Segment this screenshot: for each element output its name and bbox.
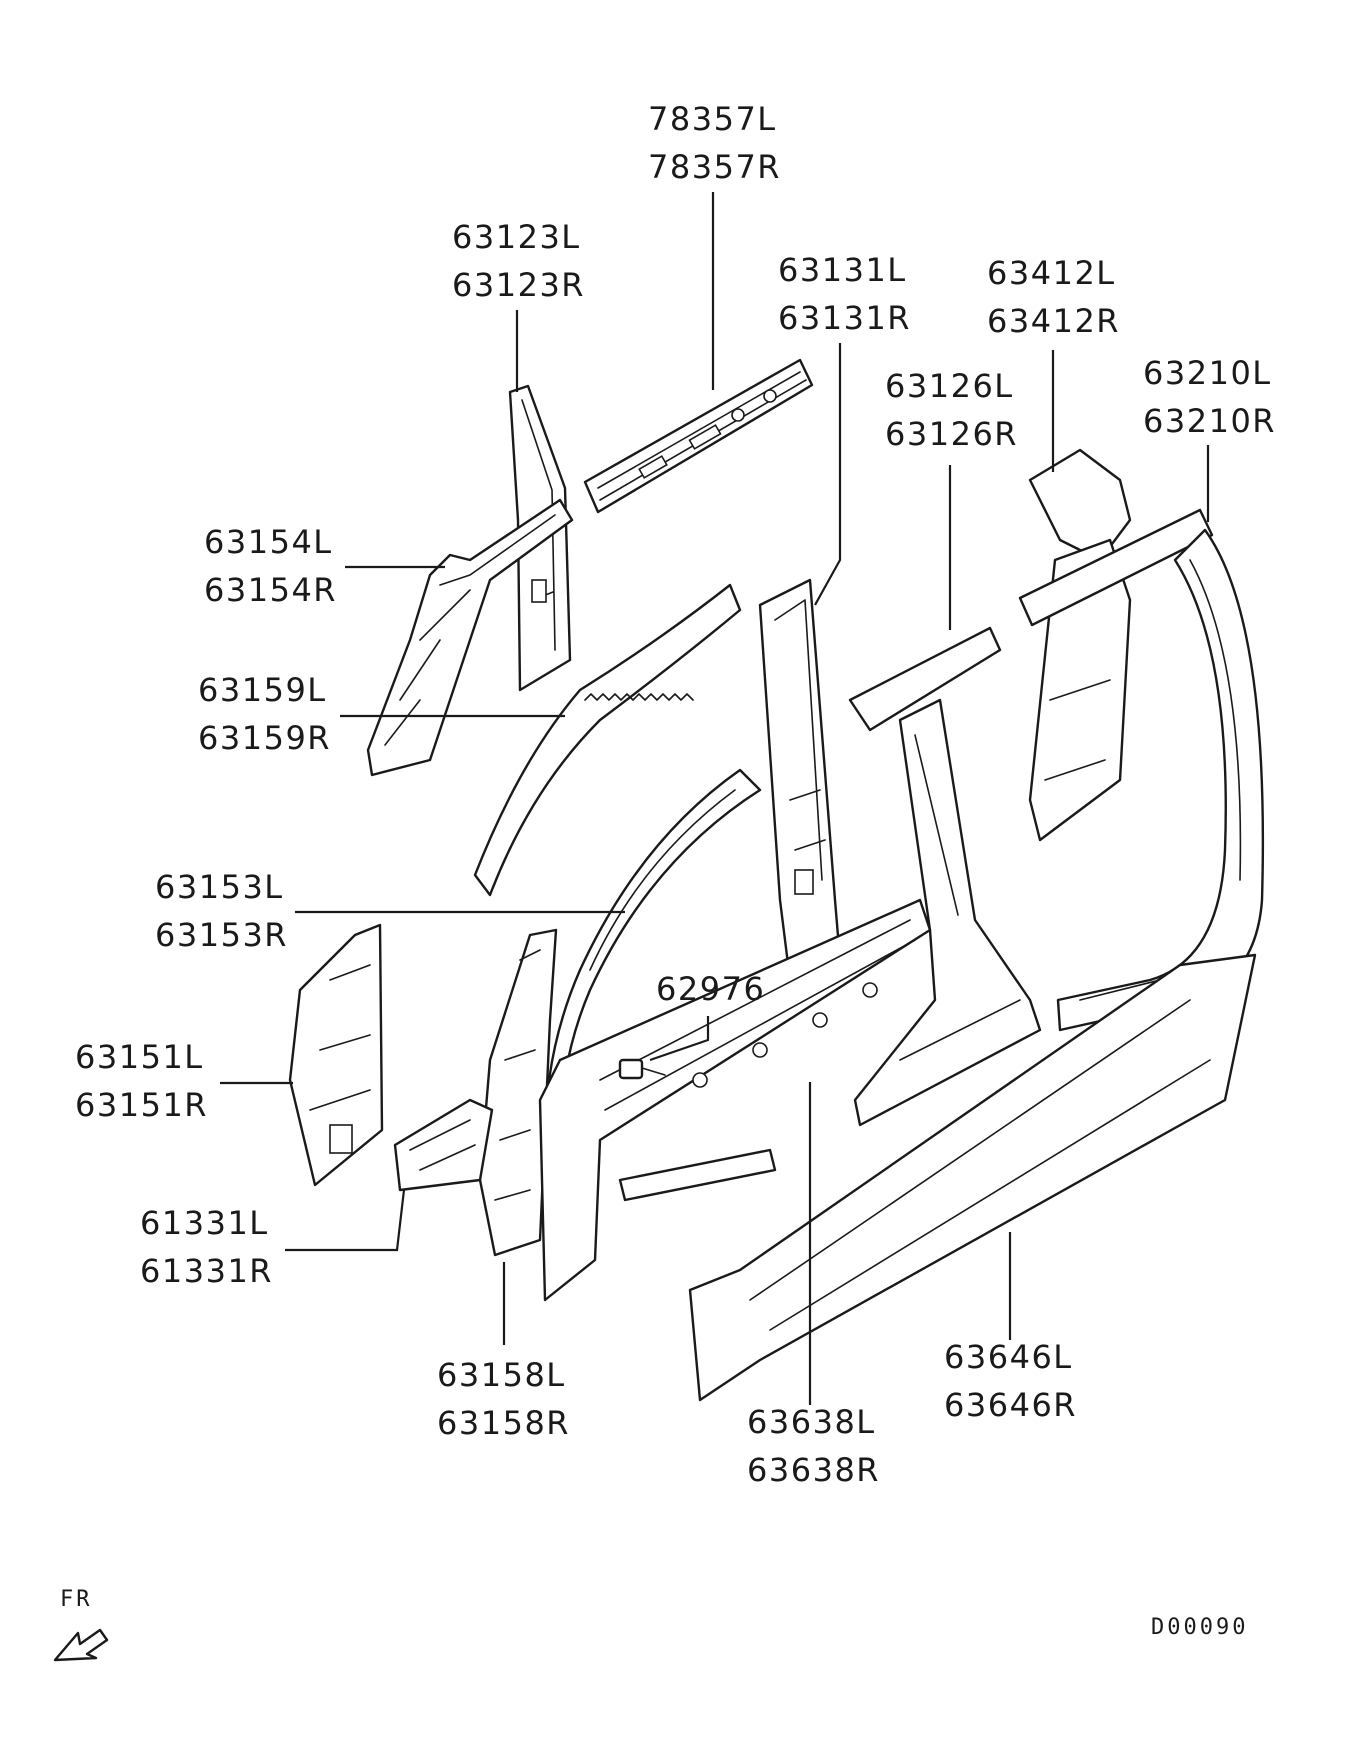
svg-text:63126L: 63126L — [885, 367, 1014, 405]
svg-text:63638R: 63638R — [747, 1451, 880, 1489]
part-63158[interactable] — [478, 928, 558, 1257]
svg-text:63123L: 63123L — [452, 218, 581, 256]
callout-63159: 63159L 63159R — [198, 671, 331, 757]
svg-text:63158L: 63158L — [437, 1356, 566, 1394]
callout-63646: 63646L 63646R — [944, 1338, 1077, 1424]
part-63159[interactable] — [473, 583, 742, 897]
callout-78357: 78357L 78357R — [648, 100, 781, 186]
svg-text:63412L: 63412L — [987, 254, 1116, 292]
part-63412[interactable] — [1028, 448, 1132, 842]
svg-text:63159L: 63159L — [198, 671, 327, 709]
part-61331[interactable] — [393, 1098, 494, 1192]
svg-text:63159R: 63159R — [198, 719, 331, 757]
callout-63151: 63151L 63151R — [75, 1038, 208, 1124]
svg-text:63131L: 63131L — [778, 251, 907, 289]
part-63151[interactable] — [288, 923, 384, 1187]
svg-text:63153L: 63153L — [155, 868, 284, 906]
callout-63153: 63153L 63153R — [155, 868, 288, 954]
callout-63126: 63126L 63126R — [885, 367, 1018, 453]
part-62976-bolt[interactable] — [618, 1058, 666, 1080]
part-63210[interactable] — [1018, 508, 1265, 1032]
leader-62976 — [649, 1016, 710, 1062]
callout-63131: 63131L 63131R — [778, 251, 911, 337]
svg-text:63154R: 63154R — [204, 571, 337, 609]
callout-61331: 61331L 61331R — [140, 1204, 273, 1290]
callout-63158: 63158L 63158R — [437, 1356, 570, 1442]
svg-text:78357R: 78357R — [648, 148, 781, 186]
part-63154[interactable] — [366, 498, 574, 777]
svg-text:63153R: 63153R — [155, 916, 288, 954]
callout-63123: 63123L 63123R — [452, 218, 585, 304]
front-label: FR — [60, 1587, 93, 1612]
svg-text:61331R: 61331R — [140, 1252, 273, 1290]
leader-61331 — [285, 1189, 406, 1252]
part-63131[interactable] — [758, 578, 842, 982]
part-63126[interactable] — [848, 626, 1042, 1127]
svg-text:63646L: 63646L — [944, 1338, 1073, 1376]
diagram-code: D00090 — [1151, 1615, 1248, 1640]
svg-text:63638L: 63638L — [747, 1403, 876, 1441]
svg-text:63126R: 63126R — [885, 415, 1018, 453]
front-arrow-icon — [53, 1628, 109, 1662]
callout-63638: 63638L 63638R — [747, 1403, 880, 1489]
front-direction-indicator: FR — [53, 1587, 109, 1662]
part-78357[interactable] — [583, 358, 814, 514]
svg-text:63158R: 63158R — [437, 1404, 570, 1442]
svg-text:62976: 62976 — [656, 970, 765, 1008]
svg-text:63210R: 63210R — [1143, 402, 1276, 440]
svg-text:61331L: 61331L — [140, 1204, 269, 1242]
leader-63131 — [814, 343, 842, 606]
svg-text:63412R: 63412R — [987, 302, 1120, 340]
svg-text:63154L: 63154L — [204, 523, 333, 561]
svg-text:63151R: 63151R — [75, 1086, 208, 1124]
callout-62976: 62976 — [656, 970, 765, 1008]
leader-lines — [220, 192, 1210, 1405]
svg-text:63123R: 63123R — [452, 266, 585, 304]
callout-63154: 63154L 63154R — [204, 523, 337, 609]
svg-text:63131R: 63131R — [778, 299, 911, 337]
svg-text:63646R: 63646R — [944, 1386, 1077, 1424]
callout-63210: 63210L 63210R — [1143, 354, 1276, 440]
part-63638[interactable] — [538, 898, 932, 1302]
svg-text:78357L: 78357L — [648, 100, 777, 138]
svg-text:63210L: 63210L — [1143, 354, 1272, 392]
svg-text:63151L: 63151L — [75, 1038, 204, 1076]
callout-63412: 63412L 63412R — [987, 254, 1120, 340]
part-63646[interactable] — [688, 953, 1257, 1402]
